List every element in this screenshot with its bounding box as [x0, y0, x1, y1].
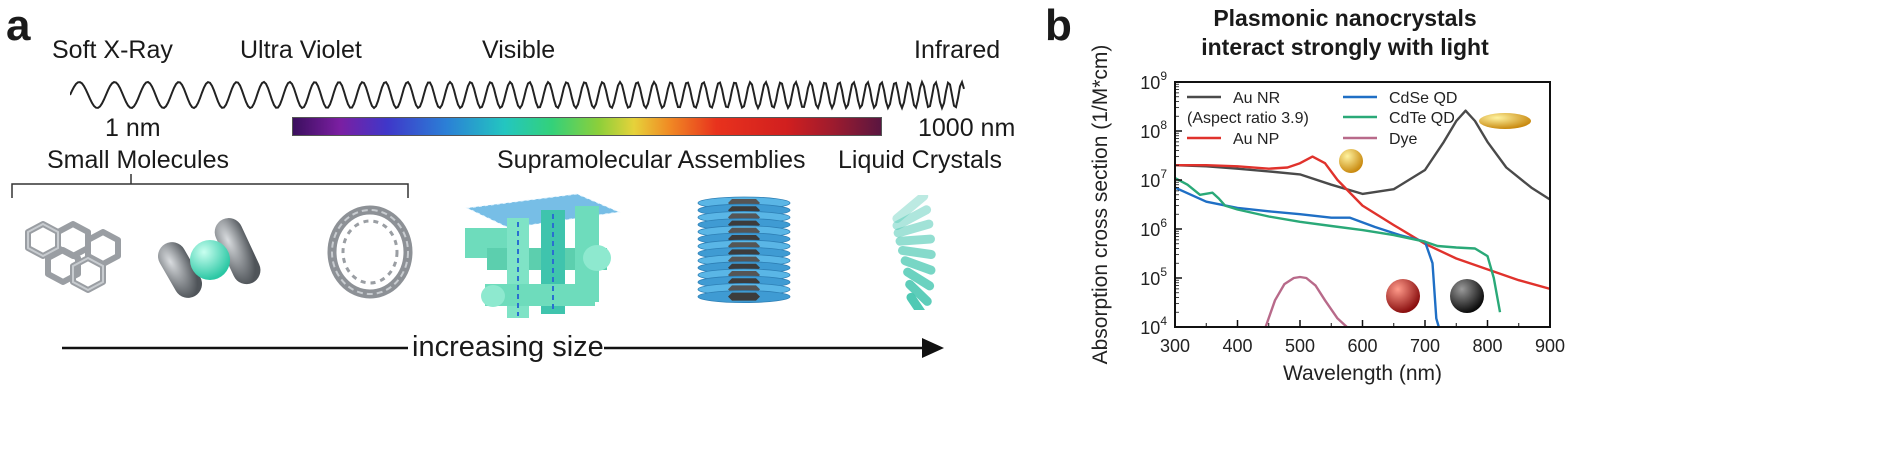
legend-label-dye: Dye [1389, 131, 1418, 148]
x-tick-label: 500 [1285, 336, 1315, 356]
panel-a-letter: a [6, 1, 31, 50]
molecule-fullerene-cap [158, 218, 261, 298]
y-tick-label: 109 [1140, 69, 1167, 93]
absorption-chart: 300 400 500 600 700 800 900 104 105 106 107 108 109W… [1089, 45, 1565, 385]
x-tick-label: 400 [1222, 336, 1252, 356]
lc-mesogen [906, 292, 929, 310]
liquid-crystal-helix [892, 195, 936, 310]
lc-mesogen [898, 245, 936, 259]
molecule-nanohoop [327, 205, 413, 299]
legend-label-cdte-qd: CdTe QD [1389, 110, 1455, 127]
label-soft-xray: Soft X-Ray [52, 36, 173, 64]
supramolecular-cage [465, 193, 621, 318]
legend-label-cdse-qd: CdSe QD [1389, 90, 1457, 107]
lc-mesogen [895, 234, 935, 246]
series-line-dye [1264, 275, 1348, 327]
lc-mesogen [900, 256, 936, 275]
panel-b-letter: b [1045, 1, 1072, 50]
wavelength-wave [70, 79, 965, 111]
legend-label-au-nr: Au NR [1233, 90, 1280, 107]
disc-core [728, 292, 760, 301]
label-visible: Visible [482, 36, 556, 64]
chart-title-line1: Plasmonic nanocrystals [1213, 5, 1477, 31]
x-tick-label: 300 [1160, 336, 1190, 356]
small-molecules-bracket [11, 174, 409, 198]
category-supramolecular: Supramolecular Assemblies [497, 146, 806, 174]
y-tick-label: 106 [1140, 216, 1167, 240]
x-axis-label: Wavelength (nm) [1283, 362, 1442, 385]
y-axis-label: Absorption cross section (1/M*cm) [1089, 45, 1112, 365]
visible-spectrum-bar [292, 117, 882, 136]
increasing-size-arrow [62, 338, 944, 358]
gold-nanoparticle-icon [1339, 149, 1363, 173]
lc-mesogen [903, 267, 935, 291]
series-line-cdte-qd [1175, 176, 1502, 313]
discotic-columnar-stack [697, 196, 791, 303]
y-tick-label: 108 [1140, 118, 1167, 142]
legend-label-au-nr-aspect: (Aspect ratio 3.9) [1187, 110, 1309, 127]
label-infrared: Infrared [914, 36, 1001, 64]
y-tick-label: 105 [1140, 265, 1167, 289]
x-tick-label: 900 [1535, 336, 1565, 356]
x-tick-label: 600 [1347, 336, 1377, 356]
category-small-molecules: Small Molecules [47, 146, 230, 174]
molecule-helicene [25, 221, 121, 293]
lc-mesogen [893, 219, 934, 238]
lc-mesogen [892, 195, 929, 224]
y-tick-label: 104 [1140, 314, 1167, 338]
cdse-quantum-dot-icon [1386, 279, 1420, 313]
series-line-cdse-qd [1175, 186, 1440, 327]
x-tick-label: 800 [1472, 336, 1502, 356]
scale-min-label: 1 nm [105, 114, 161, 142]
legend-label-au-np: Au NP [1233, 131, 1279, 148]
scale-max-label: 1000 nm [918, 114, 1016, 142]
label-ultra-violet: Ultra Violet [240, 36, 362, 64]
lc-mesogen [892, 205, 932, 230]
category-liquid-crystals: Liquid Crystals [838, 146, 1002, 174]
lc-mesogen [905, 279, 932, 306]
series-line-au-np [1175, 155, 1550, 291]
x-tick-label: 700 [1410, 336, 1440, 356]
series-line-au-nr [1175, 109, 1550, 201]
cdte-quantum-dot-icon [1450, 279, 1484, 313]
chart-title-line2: interact strongly with light [1201, 33, 1489, 60]
chart-title: Plasmonic nanocrystals interact strongly… [1180, 4, 1510, 62]
y-tick-label: 107 [1140, 167, 1167, 191]
gold-nanorod-icon [1479, 113, 1531, 129]
arrow-label: increasing size [412, 331, 604, 363]
